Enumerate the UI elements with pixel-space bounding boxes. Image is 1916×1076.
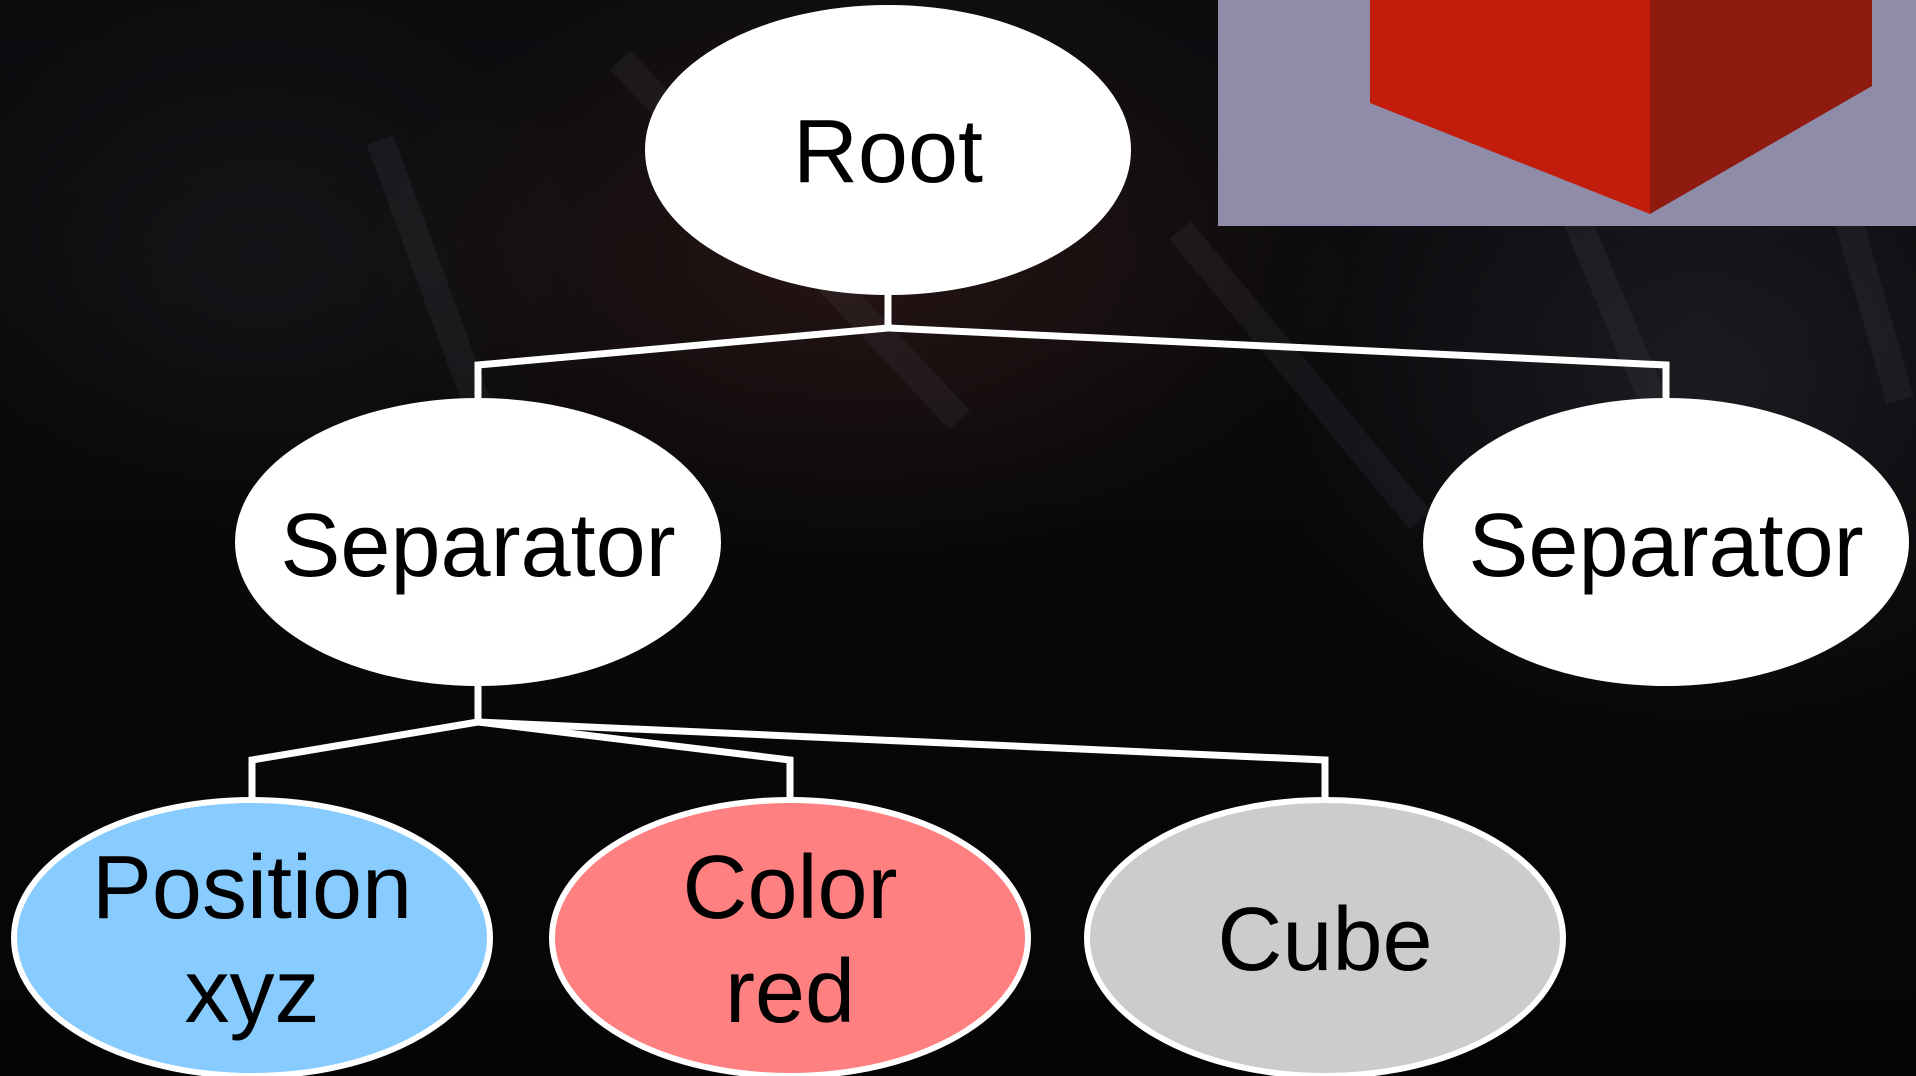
position-label-line2: xyz (185, 942, 320, 1042)
root-node: Root (645, 5, 1131, 295)
edge-separator-color (477, 718, 794, 800)
edge-root-separator-left (474, 324, 889, 405)
separator-left-node: Separator (235, 398, 721, 686)
color-ellipse (549, 797, 1031, 1076)
separator-right-node: Separator (1423, 398, 1909, 686)
edge-separator-cube (477, 718, 1329, 800)
cube-front-face (1370, 0, 1650, 214)
cube-label: Cube (1217, 890, 1432, 990)
edge-separator-position (248, 718, 479, 800)
separator-left-label: Separator (280, 496, 675, 596)
edge-root-separator-right (887, 324, 1670, 405)
cube-ellipse (1084, 797, 1566, 1076)
position-label-line1: Position (92, 838, 412, 938)
root-label: Root (793, 102, 983, 202)
position-ellipse (11, 797, 493, 1076)
separator-right-label: Separator (1468, 496, 1863, 596)
separator-left-ellipse (235, 398, 721, 686)
color-label-line2: red (725, 942, 855, 1042)
color-node: Color red (549, 797, 1031, 1076)
color-label-line1: Color (682, 838, 897, 938)
position-node: Position xyz (11, 797, 493, 1076)
cube-node: Cube (1084, 797, 1566, 1076)
cube-preview (1218, 0, 1916, 226)
root-ellipse (645, 5, 1131, 295)
cube-side-face (1650, 0, 1872, 214)
separator-right-ellipse (1423, 398, 1909, 686)
